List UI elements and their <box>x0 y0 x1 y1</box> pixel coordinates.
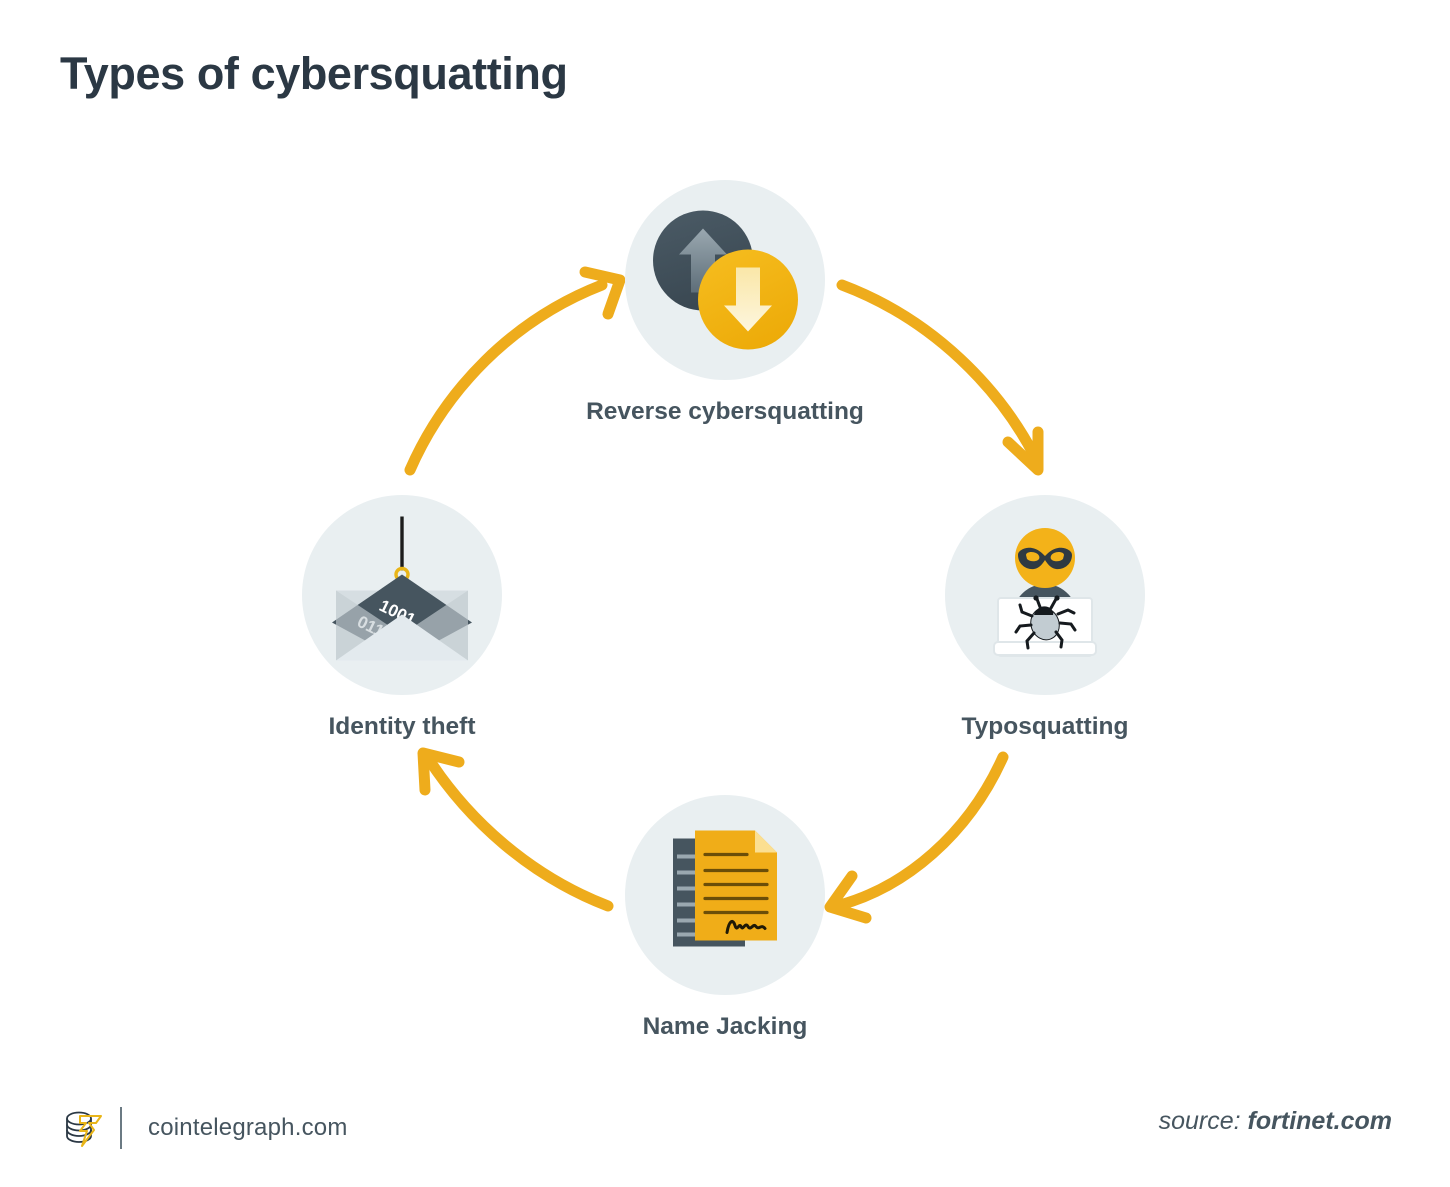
arrow-identity-theft-to-reverse <box>404 266 626 476</box>
footer-site-label: cointelegraph.com <box>148 1114 348 1141</box>
footer-divider <box>120 1107 122 1149</box>
two-overlapping-circles-up-down-arrows-icon <box>645 203 805 358</box>
source-value: fortinet.com <box>1247 1107 1392 1135</box>
node-circle: 1001 0110 <box>302 495 502 695</box>
masked-hacker-laptop-bug-icon <box>970 520 1120 670</box>
node-label: Typosquatting <box>961 713 1129 740</box>
signed-documents-icon <box>655 823 795 968</box>
envelope-fishing-hook-binary-icon: 1001 0110 <box>322 513 482 678</box>
node-name-jacking[interactable]: Name Jacking <box>555 795 895 1041</box>
footer: cointelegraph.com source: fortinet.com <box>0 1067 1450 1187</box>
node-label: Identity theft <box>328 713 476 740</box>
cycle-diagram: Reverse cybersquatting <box>232 180 1215 1041</box>
node-label: Name Jacking <box>642 1013 808 1040</box>
node-typosquatting[interactable]: Typosquatting <box>875 495 1215 741</box>
node-reverse-cybersquatting[interactable]: Reverse cybersquatting <box>555 180 895 426</box>
page-title: Types of cybersquatting <box>60 48 568 99</box>
arrow-name-jacking-to-identity-theft <box>417 747 614 912</box>
source-label: source: <box>1158 1107 1241 1135</box>
arrow-typosquatting-to-name-jacking <box>824 751 1009 924</box>
footer-brand: cointelegraph.com <box>60 1105 348 1151</box>
cycle-arrows <box>404 266 1044 924</box>
node-circle <box>625 795 825 995</box>
cointelegraph-logo-icon <box>60 1105 106 1151</box>
node-identity-theft[interactable]: 1001 0110 Identity theft <box>232 495 572 741</box>
source-attribution: source: fortinet.com <box>1159 1107 1392 1136</box>
node-label: Reverse cybersquatting <box>586 398 864 425</box>
node-circle <box>625 180 825 380</box>
node-circle <box>945 495 1145 695</box>
arrow-reverse-to-typosquatting <box>836 279 1044 476</box>
